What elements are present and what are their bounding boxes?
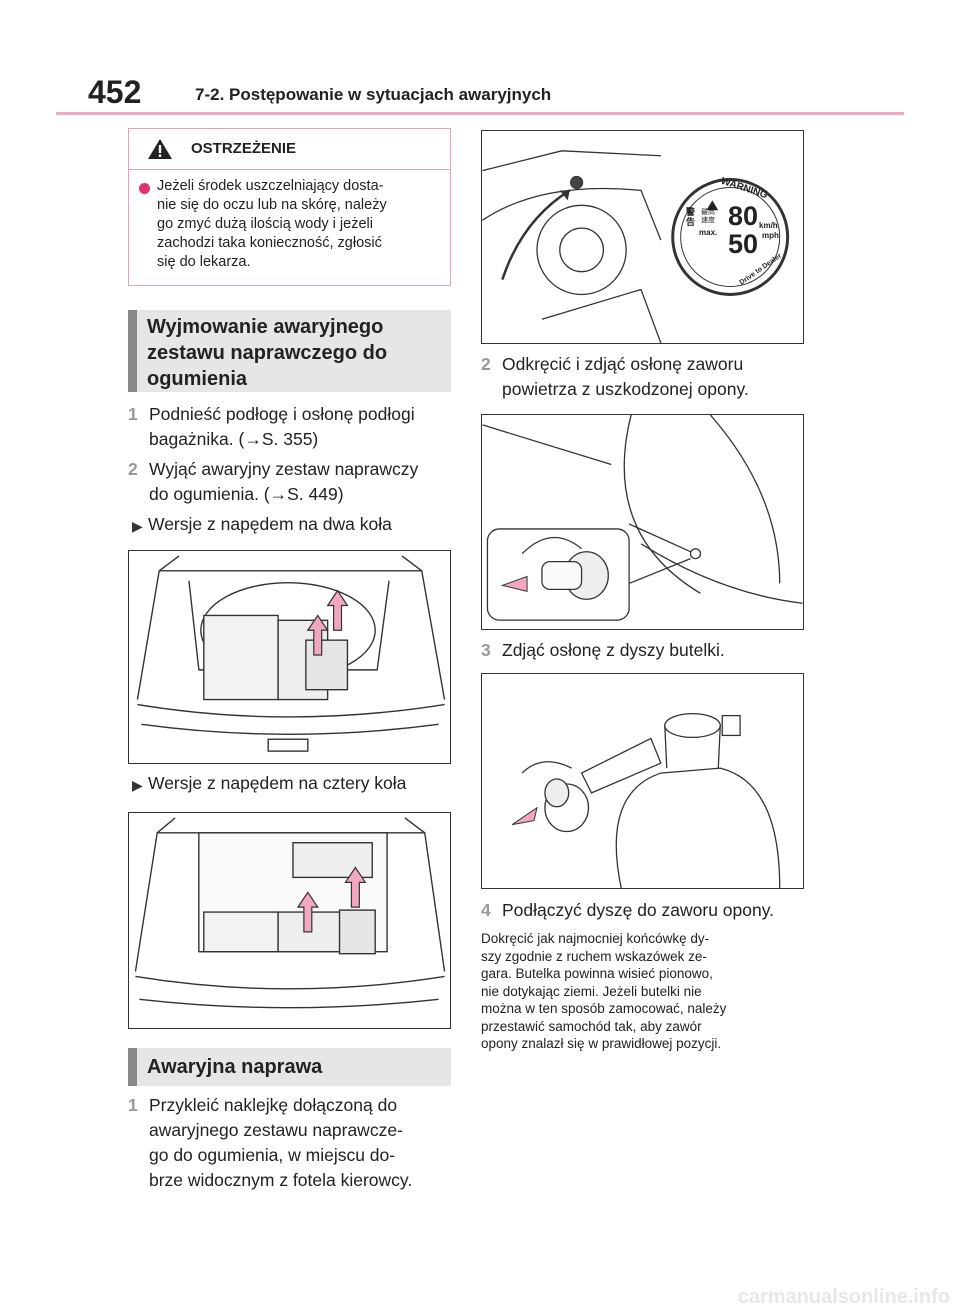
section-title: 7-2. Postępowanie w sytuacjach awaryjnyc…: [195, 85, 552, 104]
step-number: 2: [481, 354, 491, 374]
triangle-bullet-icon: ▶: [132, 777, 143, 793]
sticker-jp-side: 警告: [686, 207, 696, 227]
step-text: Odkręcić i zdjąć osłonę zaworu powietrza…: [502, 354, 749, 399]
sticker-unit-mph: mph: [762, 231, 779, 240]
bottle-nozzle-illustration: [511, 712, 781, 888]
figure-2wd-trunk: [128, 550, 451, 764]
step-text: Podłączyć dyszę do zaworu opony.: [502, 900, 775, 920]
figure-bottle-nozzle: [481, 673, 804, 889]
step-2-removal: 2 Wyjąć awaryjny zestaw naprawczy do ogu…: [128, 457, 458, 509]
step-number: 3: [481, 640, 491, 660]
warning-header: OSTRZEŻENIE: [129, 129, 450, 170]
page-number: 452: [88, 74, 142, 110]
sticker-max-label: max.: [699, 228, 718, 237]
warning-triangle-icon: [148, 139, 172, 159]
trunk-4wd-illustration: [134, 817, 446, 1009]
step-text: Zdjąć osłonę z dyszy butelki.: [502, 640, 725, 660]
step-4-note: Dokręcić jak najmocniej końcówkę dy- szy…: [481, 931, 727, 1051]
sticker-speed-kmh: 80: [728, 201, 759, 231]
figure-valve-cap: [481, 414, 804, 630]
step-text: Podnieść podłogę i osłonę podłogi bagażn…: [149, 404, 415, 449]
variant-4wd: ▶ Wersje z napędem na cztery koła: [132, 771, 462, 797]
step-1-removal: 1 Podnieść podłogę i osłonę podłogi baga…: [128, 402, 458, 454]
step-3-repair: 3 Zdjąć osłonę z dyszy butelki.: [481, 638, 811, 664]
sticker-jp-top: 最高 速度: [701, 209, 715, 224]
section-heading-removal: Wyjmowanie awaryjnego zestawu naprawczeg…: [128, 310, 451, 392]
triangle-bullet-icon: ▶: [132, 518, 143, 534]
sticker-speed-mph: 50: [728, 229, 759, 259]
dashboard-sticker-illustration: [482, 150, 790, 343]
step-number: 1: [128, 1095, 138, 1115]
watermark: carmanualsonline.info: [737, 1286, 950, 1308]
trunk-2wd-illustration: [136, 555, 446, 752]
valve-cap-illustration: [482, 415, 803, 621]
bullet-dot-icon: [139, 183, 150, 194]
warning-text: Jeżeli środek uszczelniający dosta- nie …: [157, 178, 387, 270]
section-heading-repair: Awaryjna naprawa: [128, 1048, 451, 1086]
step-4-repair: 4 Podłączyć dyszę do zaworu opony.: [481, 898, 811, 924]
header-rule: [56, 112, 904, 115]
step-1-repair: 1 Przykleić naklejkę dołączoną do awaryj…: [128, 1093, 458, 1197]
sticker-unit-kmh: km/h: [759, 221, 778, 230]
variant-label: Wersje z napędem na cztery koła: [148, 773, 407, 793]
variant-2wd: ▶ Wersje z napędem na dwa koła: [132, 512, 462, 538]
figure-sticker-placement: 80 50 km/h mph max. 最高 速度 警告 WARNING Dri…: [481, 130, 804, 344]
step-number: 2: [128, 459, 138, 479]
warning-box: OSTRZEŻENIE Jeżeli środek uszczelniający…: [128, 128, 451, 286]
variant-label: Wersje z napędem na dwa koła: [148, 514, 392, 534]
figure-4wd-trunk: [128, 812, 451, 1029]
step-number: 4: [481, 900, 491, 920]
step-number: 1: [128, 404, 138, 424]
sticker-icon: [671, 178, 790, 296]
step-text: Przykleić naklejkę dołączoną do awaryjne…: [149, 1095, 413, 1190]
warning-title: OSTRZEŻENIE: [191, 140, 297, 157]
step-text: Wyjąć awaryjny zestaw naprawczy do ogumi…: [149, 459, 419, 504]
step-2-repair: 2 Odkręcić i zdjąć osłonę zaworu powietr…: [481, 352, 811, 404]
